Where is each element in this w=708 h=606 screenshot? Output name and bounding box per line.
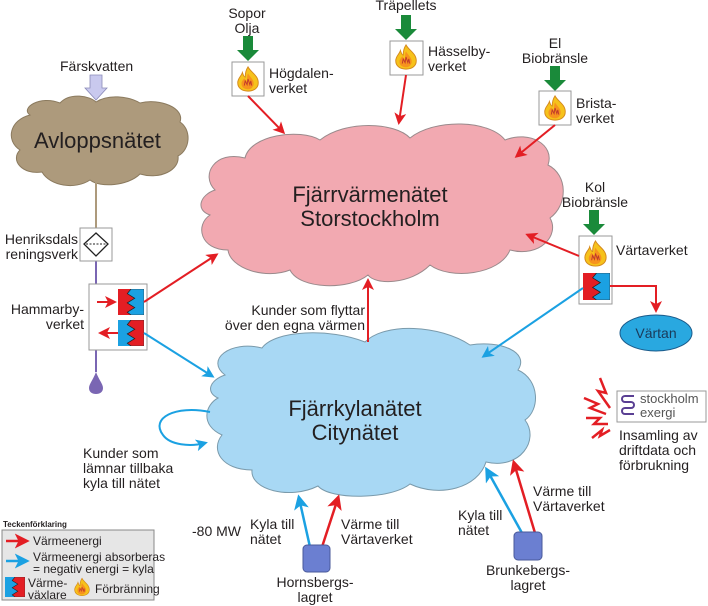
- brunkeberg-label: Brunkebergs- lagret: [485, 562, 571, 593]
- heat-arrow: [510, 459, 537, 534]
- legend-combustion-label: Förbränning: [95, 582, 160, 596]
- heat-arrow: [247, 95, 286, 135]
- hornsberg-cold-label: Kyla till nätet: [250, 516, 295, 547]
- hornsberg-storage-icon: [302, 544, 331, 573]
- brunkeberg-heat-label: Värme till Värtaverket: [533, 483, 605, 514]
- brunkeberg-cold-label: Kyla till nätet: [458, 507, 503, 538]
- sewer-cloud: [10, 95, 189, 187]
- fuel-arrow: [395, 15, 417, 40]
- fuel-arrow: [237, 36, 259, 61]
- brista-fuel-label: El Biobränsle: [521, 35, 589, 66]
- heat-arrow: [610, 285, 662, 313]
- hornsberg-heat-label: Värme till Värtaverket: [341, 516, 413, 547]
- signal-icon: [583, 396, 607, 416]
- fuel-arrow: [544, 66, 566, 91]
- cold-arrow: [294, 494, 312, 548]
- heating-network-label: Fjärrvärmenätet Storstockholm: [292, 182, 448, 231]
- legend-title: Teckenförklaring: [3, 520, 67, 529]
- water-drop-icon: [89, 372, 103, 394]
- signal-icon: [595, 377, 612, 409]
- data-collection-caption: Insamling av driftdata och förbrukning: [619, 427, 698, 473]
- heating-network-cloud: [200, 123, 564, 287]
- heat-arrow: [514, 124, 556, 158]
- vartan-ellipse: [619, 314, 693, 352]
- brista-label: Brista- verket: [576, 95, 617, 126]
- customers-moving-heat-label: Kunder som flyttar över den egna värmen: [224, 302, 365, 333]
- vartaverket-label: Värtaverket: [616, 242, 688, 258]
- treatment-plant-label: Henriksdals reningsverk: [4, 231, 78, 262]
- heat-arrow: [320, 494, 342, 548]
- vartan-label: Värtan: [635, 325, 677, 341]
- cooling-network-cloud: [206, 327, 536, 497]
- freshwater-label: Färskvatten: [60, 58, 134, 74]
- hogdalen-fuel-label: Sopor Olja: [228, 5, 266, 36]
- signal-icon: [591, 426, 611, 439]
- hasselby-fuel-label: Träpellets: [375, 0, 437, 13]
- heat-arrow: [143, 253, 219, 303]
- hammarby-label: Hammarby- verket: [10, 301, 84, 332]
- cold-arrow: [485, 466, 524, 534]
- vartaverket-fuel-label: Kol Biobränsle: [561, 179, 629, 210]
- filter-icon: [83, 232, 109, 257]
- sewer-cloud-label: Avloppsnätet: [34, 128, 161, 153]
- customers-return-cold-label: Kunder som lämnar tillbaka kyla till nät…: [83, 445, 174, 491]
- freshwater-arrow: [84, 74, 108, 101]
- hornsberg-label: Hornsbergs- lagret: [276, 574, 354, 605]
- cooling-network-label: Fjärrkylanätet Citynätet: [288, 396, 422, 445]
- heat-exchanger-icon: [118, 320, 144, 346]
- fuel-arrow: [583, 210, 605, 235]
- heat-arrow: [394, 74, 407, 125]
- cold-arrow: [143, 332, 215, 378]
- heat-exchanger-icon: [118, 289, 144, 315]
- hasselby-label: Hässelby- verket: [428, 43, 491, 74]
- heat-exchanger-icon: [583, 273, 610, 300]
- hornsberg-capacity-label: -80 MW: [192, 523, 241, 539]
- legend-cold-label: Värmeenergi absorberas = negativ energi …: [33, 550, 166, 576]
- logo-text: stockholm exergi: [640, 391, 699, 420]
- legend-heat-exchanger-icon: [5, 577, 25, 597]
- heat-arrow: [525, 232, 580, 257]
- cold-arrow: [481, 287, 584, 358]
- stockholm-exergi-logo-icon: [621, 395, 635, 415]
- brunkeberg-storage-icon: [513, 531, 543, 561]
- cold-return-loop-arrow: [158, 409, 211, 452]
- legend-exchanger-label: Värme- växlare: [28, 576, 68, 602]
- signal-icon: [586, 416, 608, 426]
- hogdalen-label: Högdalen- verket: [269, 65, 334, 96]
- legend-heat-label: Värmeenergi: [33, 534, 102, 548]
